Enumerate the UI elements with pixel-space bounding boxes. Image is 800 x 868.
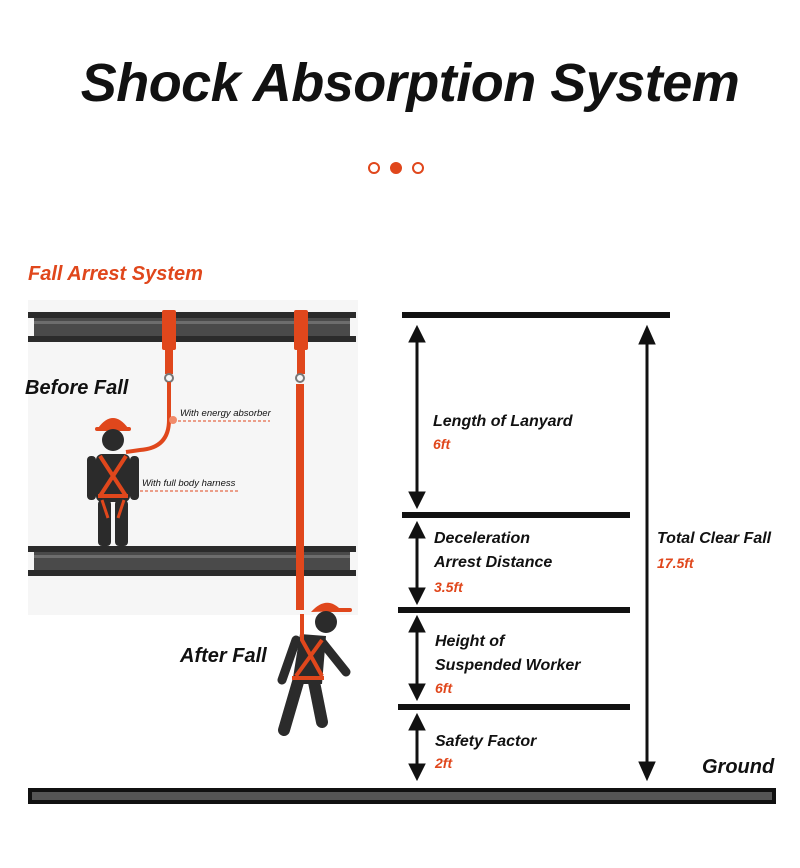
lanyard-before [125, 310, 177, 454]
top-beam [28, 312, 356, 342]
deceleration-label-line1: Deceleration [434, 530, 531, 547]
deceleration-label-line2: Arrest Distance [434, 554, 553, 571]
lanyard-after [294, 310, 308, 610]
carousel-dot-3[interactable] [412, 162, 424, 174]
worker-standing [87, 418, 139, 546]
page-title: Shock Absorption System [80, 53, 740, 113]
total-value: 17.5ft [657, 555, 694, 571]
suspended-label-line2: Suspended Worker [435, 657, 581, 674]
section-label: Fall Arrest System [28, 263, 203, 285]
dimension-arrows [408, 324, 656, 782]
suspended-line [398, 607, 630, 613]
total-label: Total Clear Fall [657, 530, 772, 547]
ground-label: Ground [702, 756, 775, 778]
deceleration-line [402, 512, 630, 518]
suspended-arrow [408, 614, 426, 702]
suspended-label-line1: Height of [435, 633, 505, 650]
safety-arrow [408, 712, 426, 782]
suspended-value: 6ft [435, 680, 453, 696]
after-fall-label: After Fall [180, 645, 267, 667]
safety-label: Safety Factor [435, 733, 537, 750]
carousel-dot-2[interactable] [390, 162, 402, 174]
safety-line [398, 704, 630, 710]
worker-suspended [277, 602, 352, 736]
before-fall-label: Before Fall [25, 377, 129, 399]
lanyard-value: 6ft [433, 436, 451, 452]
energy-absorber-label: With energy absorber [180, 408, 271, 419]
deceleration-arrow [408, 520, 426, 606]
lanyard-arrow [408, 324, 426, 510]
deceleration-value: 3.5ft [434, 579, 463, 595]
anchor-line [402, 312, 670, 318]
lanyard-label: Length of Lanyard [433, 413, 573, 430]
safety-value: 2ft [435, 755, 453, 771]
carousel-dot-1[interactable] [368, 162, 380, 174]
total-arrow [638, 324, 656, 782]
harness-label: With full body harness [142, 478, 236, 489]
floor-beam [28, 546, 356, 576]
